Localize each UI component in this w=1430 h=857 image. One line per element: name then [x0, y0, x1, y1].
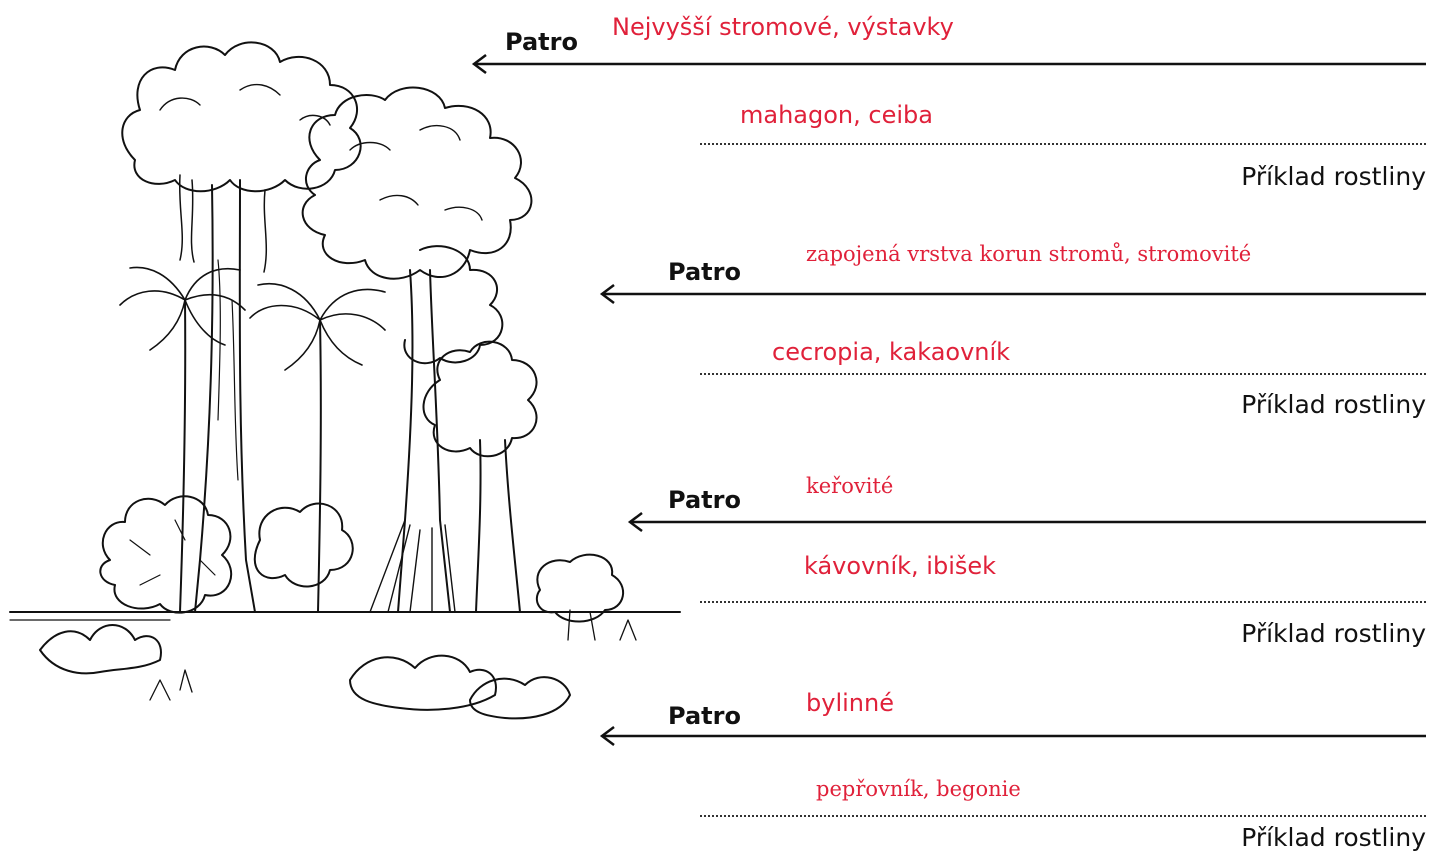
- patro-label-3: Patro: [668, 486, 741, 514]
- herb-left: [40, 625, 161, 673]
- layer-name-4: bylinné: [806, 689, 894, 717]
- shrub-center: [255, 504, 353, 587]
- liana: [180, 175, 267, 272]
- rainforest-illustration: [0, 0, 690, 760]
- herb-center: [350, 656, 496, 710]
- answer-line-1: [700, 143, 1426, 145]
- example-label-1: Příklad rostliny: [1241, 162, 1426, 191]
- example-answer-3: kávovník, ibišek: [804, 552, 996, 580]
- answer-line-4: [700, 815, 1426, 817]
- example-label-4: Příklad rostliny: [1241, 823, 1426, 852]
- palm-tree-1: [180, 300, 185, 612]
- answer-line-2: [700, 373, 1426, 375]
- example-answer-2: cecropia, kakaovník: [772, 338, 1010, 366]
- example-label-2: Příklad rostliny: [1241, 390, 1426, 419]
- arrow-4: [590, 726, 1430, 746]
- layer-name-1: Nejvyšší stromové, výstavky: [612, 13, 954, 41]
- shrub-left: [100, 496, 231, 612]
- example-label-3: Příklad rostliny: [1241, 619, 1426, 648]
- arrow-2: [590, 284, 1430, 304]
- canopy-crown: [303, 88, 532, 279]
- example-answer-1: mahagon, ceiba: [740, 101, 933, 129]
- layer-name-2: zapojená vrstva korun stromů, stromovité: [806, 242, 1251, 266]
- herb-right: [470, 677, 570, 718]
- layer-name-3: keřovité: [806, 474, 893, 498]
- arrow-3: [618, 512, 1430, 532]
- emergent-trunk: [195, 180, 255, 612]
- answer-line-3: [700, 601, 1426, 603]
- example-answer-4: pepřovník, begonie: [816, 777, 1021, 801]
- patro-label-1: Patro: [505, 28, 578, 56]
- arrow-1: [462, 54, 1430, 74]
- palm-tree-2: [318, 320, 321, 612]
- canopy-trunk: [398, 270, 450, 612]
- patro-label-2: Patro: [668, 258, 741, 286]
